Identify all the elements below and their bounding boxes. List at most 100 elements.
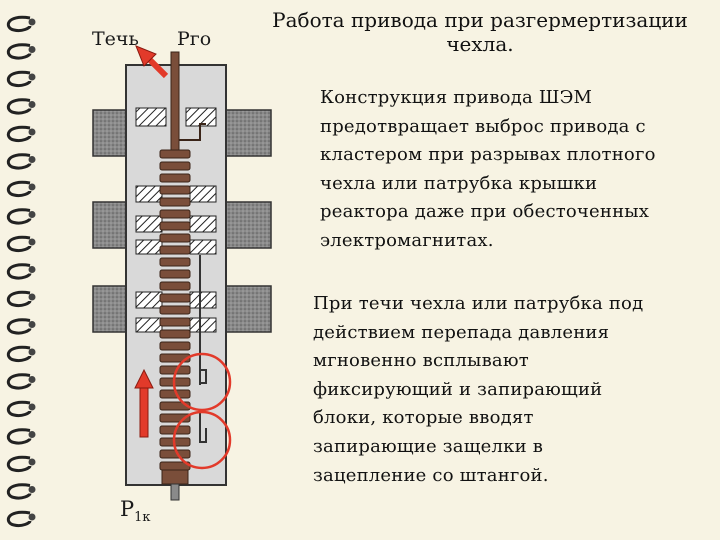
p2-line: При течи чехла или патрубка под: [313, 293, 644, 314]
spiral-binding-ring-icon: [6, 15, 32, 32]
binding-hole-icon: [28, 101, 36, 108]
title-line-2: чехла.: [446, 32, 514, 56]
screw-coil: [159, 149, 191, 159]
screw-coil: [159, 293, 191, 303]
bottom-base: [161, 469, 189, 485]
screw-coil: [159, 221, 191, 231]
highlight-circle-lower: [172, 410, 232, 470]
binding-hole-icon: [28, 293, 36, 301]
highlight-circle-upper: [172, 352, 232, 412]
pressure-go-label: Рго: [177, 28, 212, 50]
latch-right-4: [189, 291, 217, 309]
p1-line: реактора даже при обесточенных: [320, 201, 650, 223]
binding-hole-icon: [28, 431, 36, 438]
threaded-screw: [159, 149, 191, 471]
binding-hole-icon: [28, 513, 36, 521]
binding-hole-icon: [28, 46, 36, 53]
screw-coil: [159, 245, 191, 255]
paragraph-leak: При течи чехла или патрубка под действие…: [313, 290, 713, 490]
binding-hole-icon: [28, 266, 36, 273]
p1-line: чехла или патрубка крышки: [320, 172, 598, 194]
slide-title: Работа привода при разгермертизации чехл…: [255, 8, 705, 56]
spiral-binding-ring-icon: [6, 235, 32, 252]
red-arrow-up-icon: [134, 368, 154, 438]
screw-coil: [159, 161, 191, 171]
bottom-stem: [170, 483, 180, 501]
pressure-1k-label: Р1к: [120, 497, 151, 525]
p2-line: фиксирующий и запирающий: [313, 378, 603, 400]
magnet-block-low-right: [224, 285, 272, 333]
magnet-block-top-right: [224, 109, 272, 157]
p1-line: предотвращает выброс привода с: [320, 115, 646, 137]
p2-line: действием перепада давления: [313, 321, 610, 343]
binding-hole-icon: [28, 238, 36, 246]
rod-hook: [179, 123, 206, 141]
pressure-1k-sub: 1к: [134, 510, 151, 526]
leak-label: Течь: [92, 28, 139, 50]
rod-top: [170, 51, 180, 153]
drive-diagram: [92, 45, 272, 501]
screw-coil: [159, 233, 191, 243]
p1-line: кластером при разрывах плотного: [320, 144, 656, 166]
latch-left-1: [135, 185, 163, 203]
screw-coil: [159, 209, 191, 219]
screw-coil: [159, 257, 191, 267]
binding-hole-icon: [28, 403, 36, 411]
binding-hole-icon: [28, 211, 36, 218]
spiral-binding-ring-icon: [6, 345, 32, 362]
p1-line: электромагнитах.: [320, 229, 494, 251]
binding-hole-icon: [28, 128, 36, 136]
screw-coil: [159, 317, 191, 327]
spiral-binding-ring-icon: [6, 290, 32, 307]
screw-coil: [159, 329, 191, 339]
spiral-binding-ring-icon: [6, 428, 32, 445]
screw-coil: [159, 269, 191, 279]
spiral-binding: [6, 15, 36, 527]
title-line-1: Работа привода при разгермертизации: [272, 8, 688, 32]
side-rod-latch-2: [199, 412, 207, 443]
spiral-binding-ring-icon: [6, 483, 32, 500]
p2-line: зацепление со штангой.: [313, 464, 549, 486]
latch-right-3: [189, 239, 217, 255]
screw-coil: [159, 281, 191, 291]
screw-coil: [159, 305, 191, 315]
screw-coil: [159, 197, 191, 207]
latch-left-5: [135, 317, 163, 333]
binding-hole-icon: [28, 458, 36, 466]
top-latch-left: [135, 107, 167, 127]
spiral-binding-ring-icon: [6, 373, 32, 390]
spiral-binding-ring-icon: [6, 208, 32, 225]
p2-line: мгновенно всплывают: [313, 350, 529, 372]
magnet-block-mid-right: [224, 201, 272, 249]
latch-right-2: [189, 215, 217, 233]
binding-hole-icon: [28, 18, 36, 26]
binding-hole-icon: [28, 73, 36, 81]
spiral-binding-ring-icon: [6, 43, 32, 60]
latch-left-2: [135, 215, 163, 233]
p2-line: запирающие защелки в: [313, 435, 544, 457]
spiral-binding-ring-icon: [6, 400, 32, 417]
red-arrow-diagonal-icon: [135, 45, 169, 79]
spiral-binding-ring-icon: [6, 318, 32, 335]
binding-hole-icon: [28, 376, 36, 383]
binding-hole-icon: [28, 486, 36, 493]
binding-hole-icon: [28, 321, 36, 328]
p2-line: блоки, которые вводят: [313, 407, 534, 429]
screw-coil: [159, 173, 191, 183]
binding-hole-icon: [28, 348, 36, 356]
screw-coil: [159, 341, 191, 351]
paragraph-construction: Конструкция привода ШЭМ предотвращает вы…: [320, 84, 715, 256]
pressure-1k-main: Р: [120, 497, 135, 521]
spiral-binding-ring-icon: [6, 98, 32, 115]
spiral-binding-ring-icon: [6, 263, 32, 280]
spiral-binding-ring-icon: [6, 455, 32, 472]
spiral-binding-ring-icon: [6, 125, 32, 142]
p1-line: Конструкция привода ШЭМ: [320, 87, 593, 108]
binding-hole-icon: [28, 156, 36, 163]
screw-coil: [159, 185, 191, 195]
latch-left-3: [135, 239, 163, 255]
spiral-binding-ring-icon: [6, 180, 32, 197]
side-rod-latch-1: [200, 369, 207, 384]
latch-left-4: [135, 291, 163, 309]
